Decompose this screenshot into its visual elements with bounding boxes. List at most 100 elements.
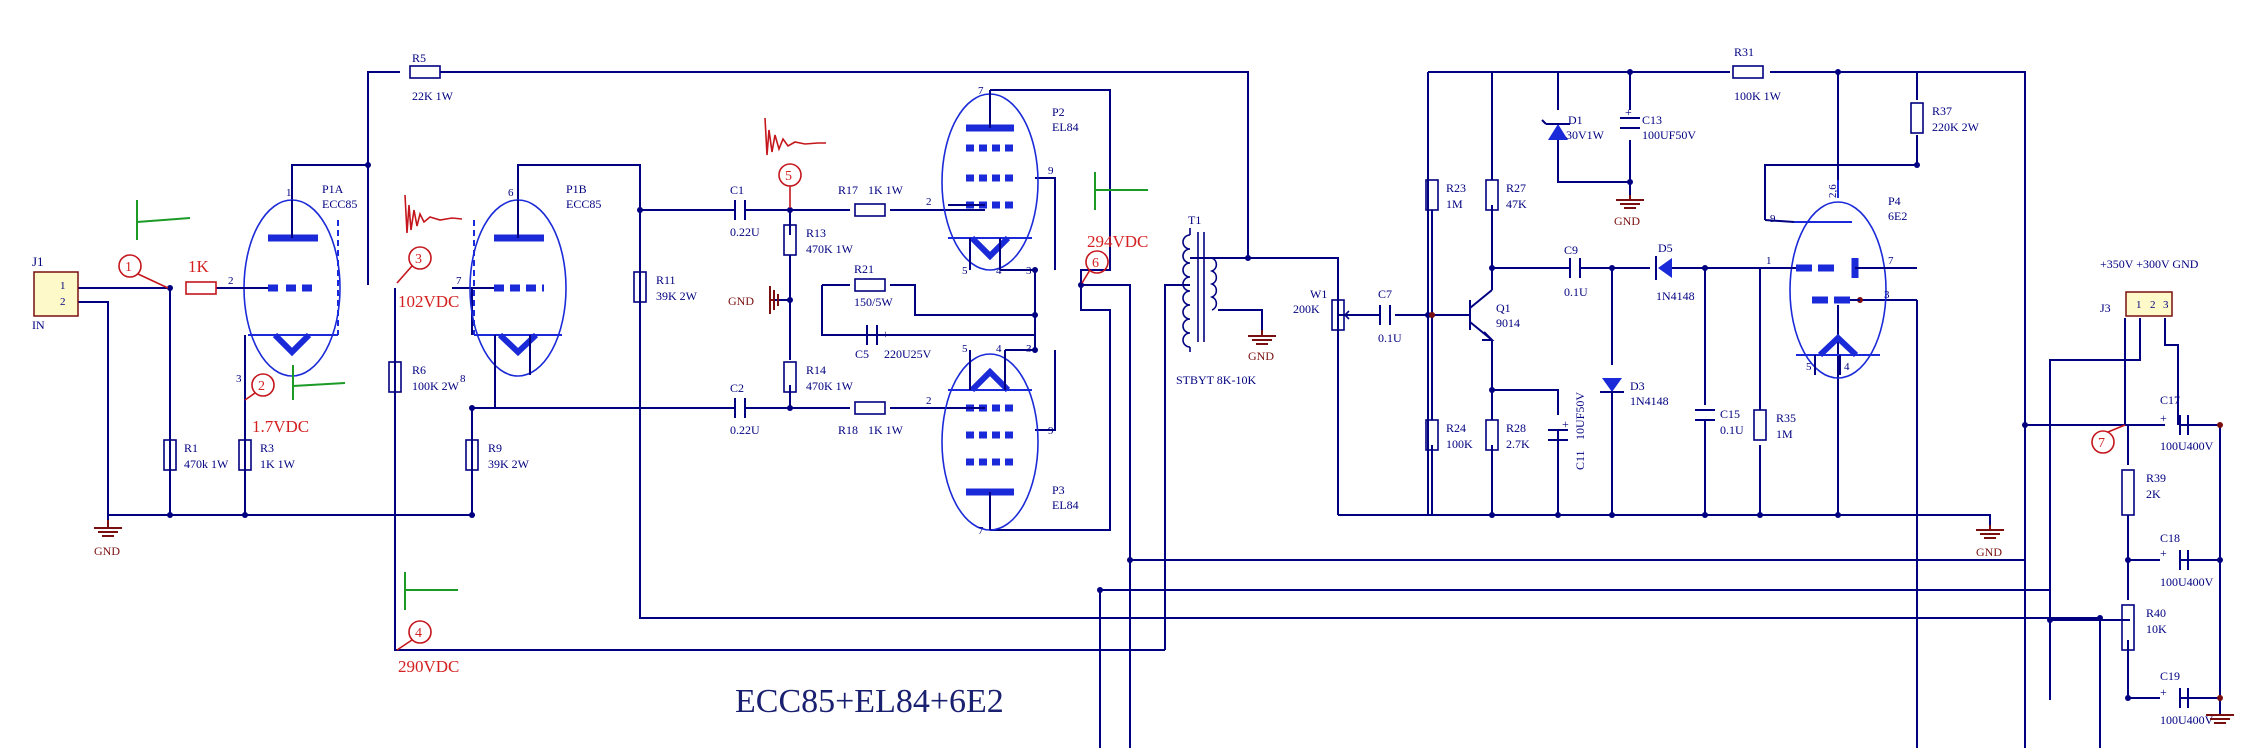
q1-ref: Q1 <box>1496 301 1511 315</box>
r27[interactable] <box>1485 179 1499 211</box>
p2-pin5: 5 <box>962 265 968 277</box>
c1[interactable] <box>720 200 760 220</box>
c15[interactable] <box>1695 409 1715 421</box>
p2-pin2: 2 <box>926 196 932 208</box>
r23[interactable] <box>1425 179 1439 211</box>
r27-ref: R27 <box>1506 181 1526 195</box>
r13[interactable] <box>783 224 797 256</box>
diode-d1[interactable] <box>1541 119 1570 140</box>
j3-connector[interactable]: 1 2 3 <box>2125 291 2173 317</box>
transformer-t1[interactable] <box>1182 228 1218 352</box>
r14-value: 470K 1W <box>806 379 854 393</box>
c17-ref: C17 <box>2160 393 2180 407</box>
c17[interactable]: + <box>2160 411 2189 435</box>
transistor-q1[interactable] <box>1469 268 1495 390</box>
r39-value: 2K <box>2146 487 2161 501</box>
r35[interactable] <box>1753 409 1767 441</box>
c7[interactable] <box>1379 305 1391 325</box>
c15-value: 0.1U <box>1720 423 1744 437</box>
waveform-icon <box>404 194 463 234</box>
test-point-3[interactable]: 3 <box>396 246 432 284</box>
test-point-4[interactable]: 4 <box>396 620 432 651</box>
j1-pin2: 2 <box>60 296 66 308</box>
c19[interactable]: + <box>2160 685 2189 708</box>
r1[interactable] <box>163 439 177 471</box>
wires <box>78 71 2221 748</box>
svg-text:2: 2 <box>258 379 265 394</box>
r-input-1k[interactable] <box>185 281 217 295</box>
c11[interactable]: + <box>1548 417 1569 515</box>
waveform-icon <box>1094 172 1148 210</box>
c13[interactable]: + <box>1620 105 1640 129</box>
p3-pin5: 5 <box>962 343 968 355</box>
svg-text:+: + <box>1625 105 1632 119</box>
r39-ref: R39 <box>2146 471 2166 485</box>
svg-text:+: + <box>2160 685 2167 699</box>
ground-icon <box>1976 525 2004 539</box>
diode-d5[interactable] <box>1655 256 1672 280</box>
r1-value: 470k 1W <box>184 457 229 471</box>
r9[interactable] <box>465 439 479 471</box>
r24-value: 100K <box>1446 437 1473 451</box>
r24[interactable] <box>1425 419 1439 451</box>
tube-p3[interactable] <box>941 350 1039 531</box>
r11-value: 39K 2W <box>656 289 698 303</box>
c19-value: 100U400V <box>2160 713 2214 727</box>
svg-text:6: 6 <box>1092 256 1099 271</box>
tube-p4[interactable] <box>1760 180 1900 379</box>
waveform-icon <box>292 365 346 400</box>
p1a-pin1: 1 <box>286 187 292 199</box>
p4-pin7: 7 <box>1888 255 1894 267</box>
c11-value: 10UF50V <box>1573 392 1587 440</box>
gnd-label-zener: GND <box>1614 214 1640 228</box>
j1-pin1: 1 <box>60 280 66 292</box>
p3-value: EL84 <box>1052 498 1079 512</box>
c2[interactable] <box>720 398 760 418</box>
r6[interactable] <box>388 361 402 393</box>
r21[interactable] <box>854 278 886 292</box>
t1-ref: T1 <box>1188 213 1201 227</box>
r5-ref: R5 <box>412 51 426 65</box>
r17[interactable] <box>854 203 886 217</box>
test-point-5[interactable]: 5 <box>778 163 802 208</box>
r24-ref: R24 <box>1446 421 1466 435</box>
r35-ref: R35 <box>1776 411 1796 425</box>
p4-value: 6E2 <box>1888 209 1907 223</box>
p2-value: EL84 <box>1052 120 1079 134</box>
p4-pin1: 1 <box>1766 255 1772 267</box>
resistors: 1K R1 470k 1W R3 1K 1W R5 22K 1W R6 100K… <box>163 45 2167 651</box>
test-point-1[interactable]: 1 <box>118 254 169 289</box>
tube-p2[interactable] <box>941 90 1039 271</box>
tube-p1a[interactable] <box>240 199 341 377</box>
j1-connector[interactable]: 1 2 J1 IN <box>32 254 79 332</box>
svg-text:+: + <box>2160 411 2167 425</box>
test-point-6[interactable]: 6 <box>1081 250 1109 284</box>
r28[interactable] <box>1485 419 1499 451</box>
r39[interactable] <box>2121 469 2135 516</box>
c18[interactable]: + <box>2160 546 2189 570</box>
c11-ref: C11 <box>1573 450 1587 470</box>
c13-value: 100UF50V <box>1642 128 1696 142</box>
svg-text:+: + <box>882 327 889 341</box>
c9[interactable] <box>1569 258 1581 278</box>
r18[interactable] <box>854 401 886 415</box>
svg-text:4: 4 <box>415 626 422 641</box>
r14-ref: R14 <box>806 363 826 377</box>
r3[interactable] <box>238 439 252 471</box>
c1-ref: C1 <box>730 183 744 197</box>
svg-text:7: 7 <box>2098 436 2105 451</box>
diode-d3[interactable] <box>1600 378 1624 393</box>
r14[interactable] <box>783 361 797 393</box>
r37[interactable] <box>1910 102 1924 134</box>
r5[interactable] <box>409 65 441 79</box>
r11[interactable] <box>633 271 647 303</box>
r31[interactable] <box>1732 65 1764 79</box>
test-point-7[interactable]: 7 <box>2091 424 2126 454</box>
r40[interactable] <box>2121 604 2135 651</box>
pot-w1[interactable] <box>1331 299 1352 331</box>
tube-p1b[interactable] <box>469 199 567 377</box>
p3-pin9: 9 <box>1048 425 1054 437</box>
r3-ref: R3 <box>260 441 274 455</box>
test-point-2[interactable]: 2 <box>244 373 275 401</box>
c5[interactable]: + <box>866 325 889 345</box>
